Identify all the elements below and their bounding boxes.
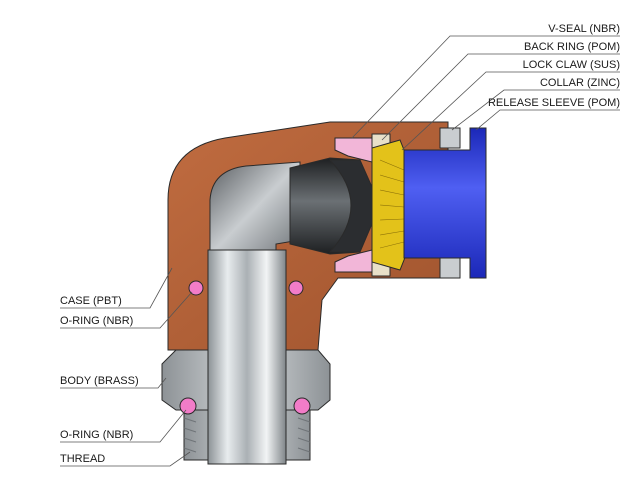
right-leaders [351, 35, 620, 151]
v-seal-top [334, 137, 373, 163]
label-body: BODY (BRASS) [60, 375, 139, 387]
lock-claw [371, 139, 409, 271]
label-case: CASE (PBT) [60, 295, 122, 307]
label-o-ring-lower: O-RING (NBR) [60, 429, 133, 441]
o-ring-lower-right [293, 397, 311, 415]
release-sleeve [403, 127, 487, 279]
label-release-sleeve: RELEASE SLEEVE (POM) [488, 97, 620, 109]
elbow-bore [209, 161, 301, 256]
central-bore [207, 249, 287, 465]
o-ring-lower-left [179, 397, 197, 415]
thread-ridges [183, 417, 311, 453]
label-back-ring: BACK RING (POM) [524, 41, 620, 53]
collar-top [439, 127, 461, 149]
label-thread: THREAD [60, 453, 105, 465]
lock-claw-teeth [379, 159, 405, 249]
o-ring-upper-left [188, 280, 204, 296]
left-leaders [60, 267, 193, 467]
label-lock-claw: LOCK CLAW (SUS) [523, 59, 620, 71]
collar-bottom [439, 257, 461, 279]
label-v-seal: V-SEAL (NBR) [548, 23, 620, 35]
o-ring-upper-right [288, 280, 304, 296]
label-o-ring-upper: O-RING (NBR) [60, 315, 133, 327]
tube-end [328, 159, 381, 253]
label-collar: COLLAR (ZINC) [540, 77, 620, 89]
